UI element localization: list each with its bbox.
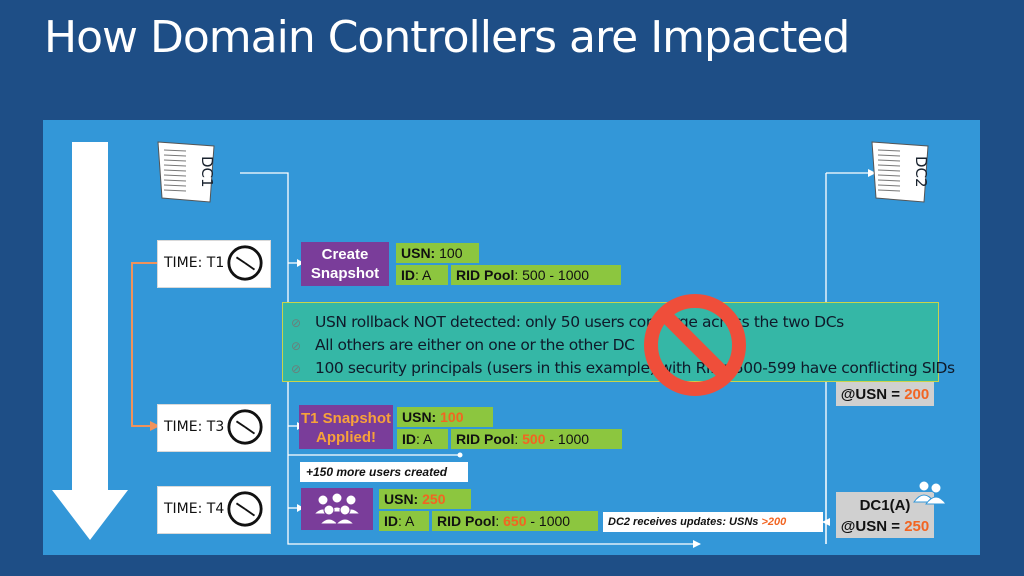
id-box-t3: ID: A — [397, 429, 448, 449]
rid-end: - 1000 — [545, 431, 590, 447]
id-value: : A — [416, 431, 433, 447]
more-users-note: +150 more users created — [300, 462, 468, 482]
users-icon — [913, 480, 947, 505]
dc-usn-value: 200 — [904, 386, 930, 403]
rid-pool-box-t4: RID Pool: 650 - 1000 — [432, 511, 598, 531]
usn-value: 100 — [439, 245, 463, 261]
clock-icon — [227, 491, 263, 527]
server-label-dc1: DC1 — [198, 156, 216, 188]
server-label-dc2: DC2 — [912, 156, 930, 188]
bullet-icon: ⊘ — [291, 316, 301, 330]
callout-box: ⊘ USN rollback NOT detected: only 50 user… — [282, 302, 955, 382]
callout-line: ⊘ All others are either on one or the oth… — [291, 336, 635, 354]
dc-usn-prefix: @USN = — [840, 386, 905, 403]
usn-value: 250 — [422, 491, 446, 507]
rid-sep: : — [514, 431, 523, 447]
no-sign-icon — [644, 294, 746, 396]
dc-box-1: @USN = 200 — [836, 382, 934, 406]
rid-sep: : — [495, 513, 504, 529]
usn-box-t1: USN: 100 — [396, 243, 479, 263]
bullet-icon: ⊘ — [291, 339, 301, 353]
id-value: : A — [415, 267, 432, 283]
rid-end: - 1000 — [526, 513, 571, 529]
callout-line: ⊘ USN rollback NOT detected: only 50 user… — [291, 313, 844, 331]
action-line: Snapshot — [310, 265, 380, 282]
callout-line: ⊘ 100 security principals (users in this … — [291, 359, 955, 377]
action-line: Applied! — [316, 429, 376, 446]
time-box-t3: TIME: T3 — [157, 404, 271, 452]
time-label: TIME: T4 — [164, 501, 225, 517]
dc-name: DC1(A) — [859, 497, 911, 514]
timeline-label: Timeline of events — [85, 208, 111, 439]
rid-pool-box-t3: RID Pool: 500 - 1000 — [451, 429, 622, 449]
rid-key: RID Pool — [437, 513, 496, 529]
server-icon — [871, 141, 929, 203]
bullet-icon: ⊘ — [291, 362, 301, 376]
snapshot-applied-box: T1 Snapshot Applied! — [299, 405, 393, 449]
usn-key: USN: — [384, 491, 419, 507]
rid-key: RID Pool — [456, 267, 515, 283]
dc-box-2: DC1(A) @USN = 250 — [836, 492, 934, 538]
rid-key: RID Pool — [456, 431, 515, 447]
id-box-t1: ID: A — [396, 265, 448, 285]
usn-value: 100 — [440, 409, 464, 425]
clock-icon — [227, 409, 263, 445]
action-line: T1 Snapshot — [300, 410, 391, 427]
note-value: >200 — [761, 516, 787, 528]
id-key: ID — [402, 431, 416, 447]
action-line: Create — [321, 246, 369, 263]
users-icon — [301, 488, 373, 530]
time-label: TIME: T1 — [164, 255, 225, 271]
time-box-t4: TIME: T4 — [157, 486, 271, 534]
server-icon — [157, 141, 215, 203]
usn-box-t3: USN: 100 — [397, 407, 493, 427]
dc-usn-prefix: @USN = — [840, 518, 905, 535]
usn-box-t4: USN: 250 — [379, 489, 471, 509]
page-title: How Domain Controllers are Impacted — [44, 12, 850, 63]
id-key: ID — [384, 513, 398, 529]
rid-start: 650 — [503, 513, 527, 529]
note-prefix: DC2 receives updates: USNs — [608, 516, 762, 528]
time-label: TIME: T3 — [164, 419, 225, 435]
id-box-t4: ID: A — [379, 511, 429, 531]
rid-start: 500 — [522, 431, 546, 447]
dc-usn-value: 250 — [904, 518, 930, 535]
id-value: : A — [398, 513, 415, 529]
callout-text: All others are either on one or the othe… — [315, 336, 635, 354]
rid-value: : 500 - 1000 — [514, 267, 590, 283]
rid-pool-box-t1: RID Pool: 500 - 1000 — [451, 265, 621, 285]
id-key: ID — [401, 267, 415, 283]
clock-icon — [227, 245, 263, 281]
time-box-t1: TIME: T1 — [157, 240, 271, 288]
usn-key: USN: — [402, 409, 437, 425]
usn-key: USN: — [401, 245, 436, 261]
callout-text: 100 security principals (users in this e… — [315, 359, 955, 377]
timeline-arrow-icon — [52, 142, 128, 540]
create-snapshot-box: Create Snapshot — [301, 242, 389, 286]
dc2-receives-note: DC2 receives updates: USNs >200 — [603, 512, 823, 532]
callout-text: USN rollback NOT detected: only 50 users… — [315, 313, 844, 331]
